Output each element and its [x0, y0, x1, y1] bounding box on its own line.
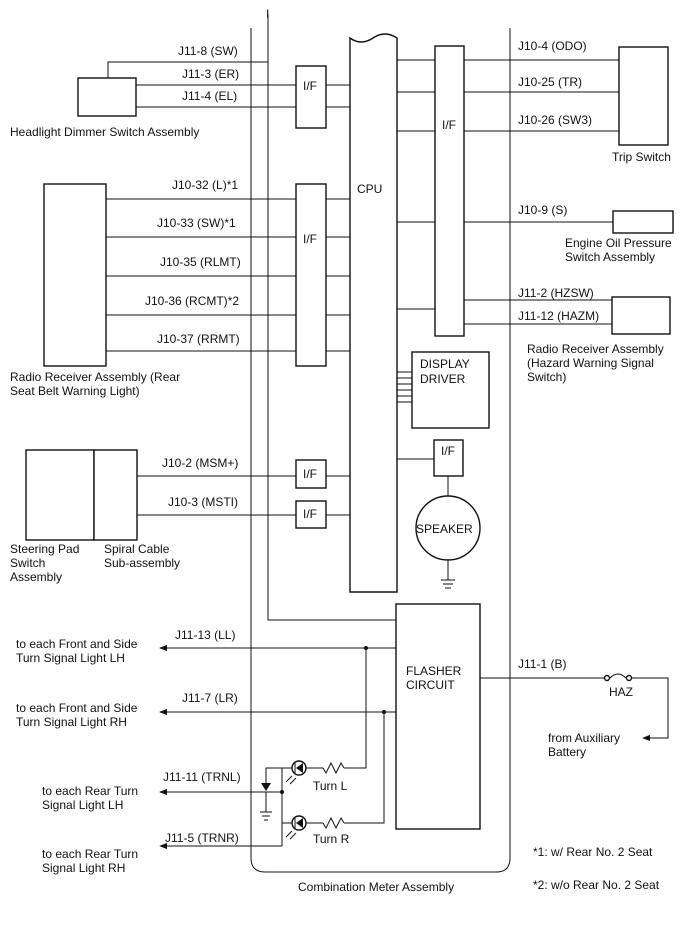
haz-fuse-label: HAZ [609, 685, 633, 699]
display-driver-label-1: DISPLAY [420, 357, 470, 371]
sig-j11-3: J11-3 (ER) [182, 67, 239, 81]
radio-receiver-hazard-box [611, 296, 671, 335]
if-label-3: I/F [303, 467, 317, 481]
sig-j11-4: J11-4 (EL) [182, 89, 237, 103]
flasher-label-1: FLASHER [406, 664, 462, 678]
if-block-steering-b [295, 500, 327, 529]
haz-fuse-symbol [603, 673, 633, 682]
sig-j11-7: J11-7 (LR) [182, 691, 238, 705]
sig-j10-9: J10-9 (S) [518, 203, 567, 217]
meter-ground-bus [267, 14, 396, 621]
steering-pad-switch-box [25, 449, 95, 541]
sig-j10-4: J10-4 (ODO) [518, 39, 587, 53]
if-block-speaker [433, 439, 464, 477]
wire-battery [632, 677, 669, 742]
spiral-cable-label-2: Sub-assembly [104, 556, 180, 570]
sig-j11-11: J11-11 (TRNL) [163, 770, 241, 784]
sig-j10-32: J10-32 (L)*1 [172, 178, 238, 192]
if-block-headlight [295, 65, 327, 129]
sig-j11-8: J11-8 (SW) [178, 44, 238, 58]
spiral-cable-box [93, 449, 138, 541]
rear-rh-label-1: to each Rear Turn [42, 847, 138, 861]
turn-r-led-icon [285, 815, 307, 840]
resistor-turn-l [322, 761, 345, 775]
display-driver-block [411, 351, 490, 429]
rear-rh-label-2: Signal Light RH [42, 861, 125, 875]
steering-pad-label-1: Steering Pad [10, 542, 79, 556]
cpu-label: CPU [357, 182, 382, 196]
cpu-block [349, 33, 398, 593]
front-lh-label-2: Turn Signal Light LH [16, 651, 125, 665]
meter-title: Combination Meter Assembly [298, 880, 454, 894]
sig-j10-35: J10-35 (RLMT) [160, 255, 241, 269]
trip-switch-label: Trip Switch [612, 150, 671, 164]
radio-rear-belt-label-2: Seat Belt Warning Light) [10, 384, 140, 398]
sig-j10-26: J10-26 (SW3) [518, 113, 592, 127]
if-label-2: I/F [303, 232, 317, 246]
turn-l-label: Turn L [313, 779, 348, 793]
note-2: *2: w/o Rear No. 2 Seat [533, 878, 660, 892]
cut-mark: I [266, 7, 269, 21]
engine-oil-label-1: Engine Oil Pressure [565, 236, 672, 250]
front-lh-label-1: to each Front and Side [16, 637, 138, 651]
display-driver-bus [397, 371, 412, 403]
radio-hazard-label-3: Switch) [527, 370, 566, 384]
engine-oil-label-2: Switch Assembly [565, 250, 655, 264]
speaker-label: SPEAKER [416, 522, 473, 536]
turn-l-led-icon [285, 760, 307, 785]
sig-j10-37: J10-37 (RRMT) [157, 332, 240, 346]
steering-pad-label-3: Assembly [10, 570, 62, 584]
radio-rear-belt-label-1: Radio Receiver Assembly (Rear [10, 370, 180, 384]
battery-label-1: from Auxiliary [548, 731, 620, 745]
front-rh-label-1: to each Front and Side [16, 701, 138, 715]
display-driver-label-2: DRIVER [420, 372, 466, 386]
sig-j10-36: J10-36 (RCMT)*2 [145, 294, 239, 308]
headlight-dimmer-switch-label: Headlight Dimmer Switch Assembly [10, 125, 199, 139]
resistor-turn-r [322, 816, 345, 830]
flasher-label-2: CIRCUIT [406, 678, 455, 692]
wire-turn-l [344, 648, 367, 769]
if-label-4: I/F [303, 507, 317, 521]
headlight-dimmer-switch-box [77, 77, 137, 117]
wire-j11-8 [107, 61, 268, 78]
front-rh-label-2: Turn Signal Light RH [16, 715, 127, 729]
flasher-circuit-block [395, 603, 481, 830]
wire-indicator-common [281, 767, 292, 824]
sig-j10-25: J10-25 (TR) [518, 75, 582, 89]
sig-j11-5: J11-5 (TRNR) [165, 831, 239, 845]
engine-oil-pressure-switch-box [612, 210, 674, 234]
sig-j10-33: J10-33 (SW)*1 [157, 216, 236, 230]
spiral-cable-label-1: Spiral Cable [104, 542, 170, 556]
if-block-right [434, 45, 465, 337]
meter-outline [250, 28, 511, 873]
note-1: *1: w/ Rear No. 2 Seat [533, 845, 653, 859]
radio-hazard-label-2: (Hazard Warning Signal [527, 356, 654, 370]
if-label-5: I/F [442, 118, 456, 132]
sig-j10-3: J10-3 (MSTI) [168, 495, 238, 509]
speaker-ground-symbol [441, 560, 455, 589]
sig-j10-2: J10-2 (MSM+) [162, 456, 238, 470]
rear-lh-label-2: Signal Light LH [42, 798, 123, 812]
if-label-1: I/F [303, 79, 317, 93]
if-block-radio [295, 183, 327, 367]
radio-receiver-rear-belt-box [43, 183, 107, 367]
if-label-6: I/F [441, 444, 455, 458]
sig-j11-12: J11-12 (HAZM) [518, 309, 599, 323]
battery-label-2: Battery [548, 745, 586, 759]
sig-j11-1: J11-1 (B) [518, 657, 566, 671]
sig-j11-2: J11-2 (HZSW) [518, 286, 594, 300]
rear-lh-label-1: to each Rear Turn [42, 784, 138, 798]
trip-switch-box [618, 46, 669, 146]
indicator-diode-ground [260, 767, 282, 821]
sig-j11-13: J11-13 (LL) [175, 628, 235, 642]
if-block-steering-a [295, 459, 327, 489]
wire-turn-r [344, 712, 385, 824]
steering-pad-label-2: Switch [10, 556, 45, 570]
radio-hazard-label-1: Radio Receiver Assembly [527, 342, 664, 356]
turn-r-label: Turn R [313, 832, 350, 846]
